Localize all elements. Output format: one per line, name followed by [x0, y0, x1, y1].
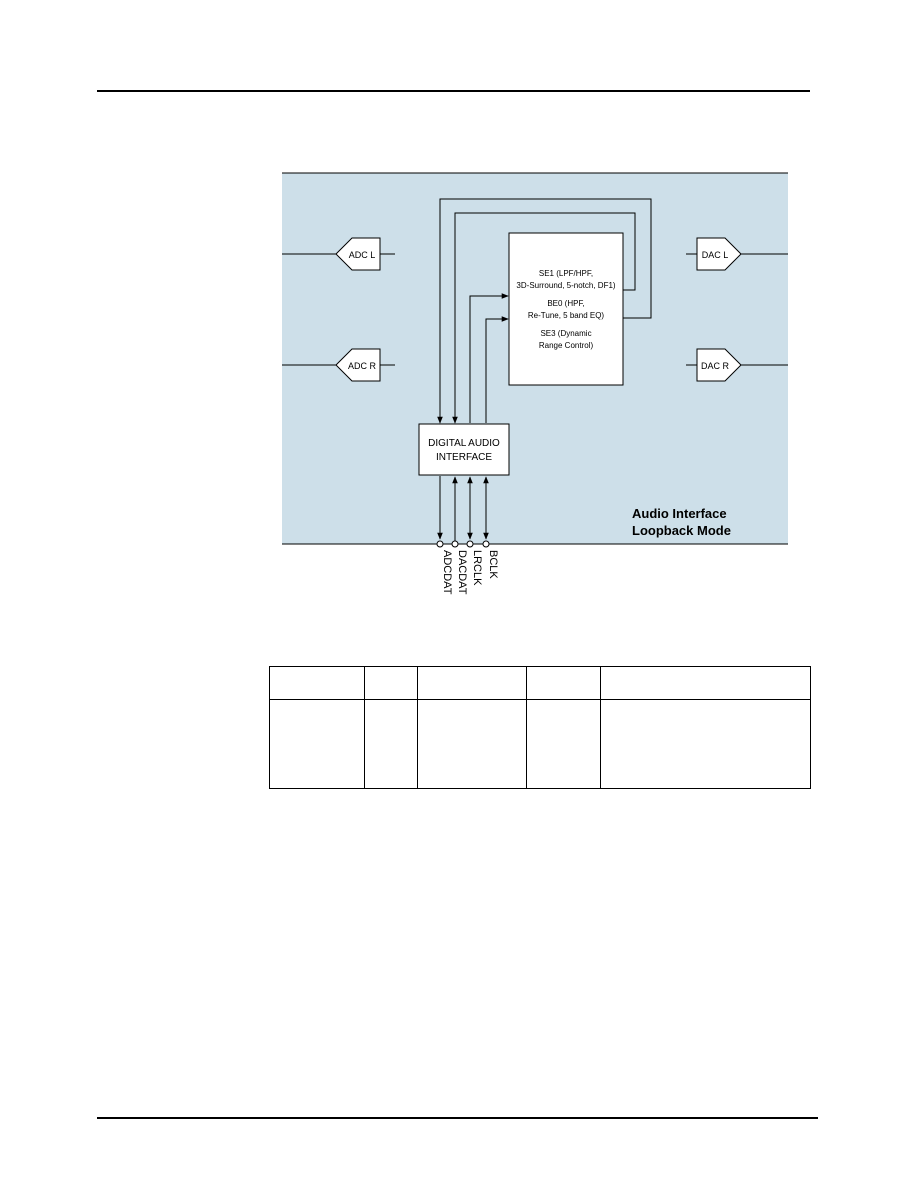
lrclk-pin — [466, 540, 474, 548]
digital-audio-interface-block — [418, 423, 510, 476]
loopback-mode-diagram: ADC L ADC R DAC L DAC R SE1 (LPF/HPF, 3D… — [282, 172, 788, 595]
dsp-line-1: SE1 (LPF/HPF, — [539, 269, 593, 278]
dacdat-pin — [451, 540, 459, 548]
dacdat-label: DACDAT — [456, 550, 468, 595]
dsp-line-6: Range Control) — [539, 341, 594, 350]
dai-line-2: INTERFACE — [436, 452, 492, 463]
mode-label-line-2: Loopback Mode — [632, 523, 731, 538]
table-header-row — [269, 666, 811, 700]
dsp-line-2: 3D-Surround, 5-notch, DF1) — [516, 281, 615, 290]
table-row — [269, 699, 811, 789]
header-rule — [97, 90, 810, 92]
adc-l-label: ADC L — [349, 250, 376, 260]
dsp-line-4: Re-Tune, 5 band EQ) — [528, 311, 605, 320]
table-header-cell — [417, 666, 527, 700]
mode-label-line-1: Audio Interface — [632, 506, 727, 521]
dsp-line-5: SE3 (Dynamic — [540, 329, 591, 338]
table-cell — [600, 699, 811, 789]
dac-r-block — [696, 348, 742, 382]
register-table — [269, 666, 811, 789]
table-cell — [364, 699, 418, 789]
dac-l-label: DAC L — [702, 250, 729, 260]
loopback-inner-path — [452, 212, 636, 424]
table-cell — [526, 699, 601, 789]
loopback-outer-path — [437, 198, 652, 424]
bclk-label: BCLK — [487, 550, 499, 579]
table-header-cell — [526, 666, 601, 700]
lrclk-to-dsp-path — [469, 293, 509, 423]
table-cell — [269, 699, 365, 789]
adcdat-pin — [436, 540, 444, 548]
bclk-pin — [482, 540, 490, 548]
dac-l-block — [696, 237, 742, 271]
dsp-line-3: BE0 (HPF, — [547, 299, 584, 308]
adc-r-label: ADC R — [348, 361, 377, 371]
adcdat-label: ADCDAT — [441, 550, 453, 595]
table-header-cell — [364, 666, 418, 700]
dsp-block — [508, 232, 624, 386]
footer-rule — [97, 1117, 818, 1119]
lrclk-label: LRCLK — [471, 550, 483, 586]
bclk-to-dsp-path — [485, 316, 509, 423]
table-header-cell — [269, 666, 365, 700]
dai-line-1: DIGITAL AUDIO — [428, 438, 500, 449]
table-cell — [417, 699, 527, 789]
table-header-cell — [600, 666, 811, 700]
dac-r-label: DAC R — [701, 361, 730, 371]
